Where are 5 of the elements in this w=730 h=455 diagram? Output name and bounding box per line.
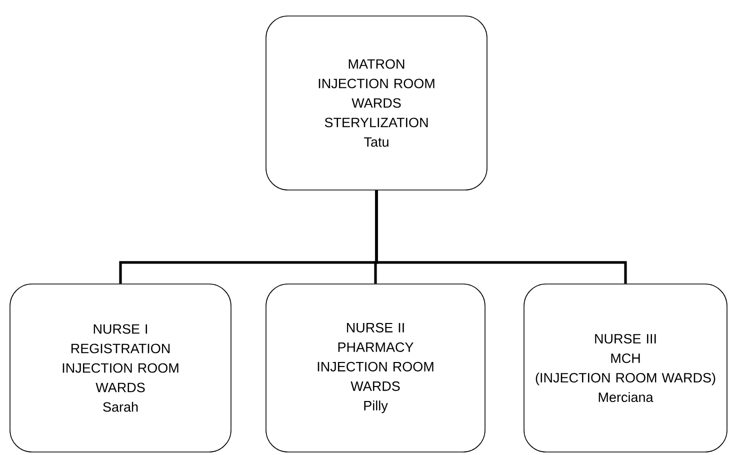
connector-line <box>375 190 627 284</box>
role-box: MATRON INJECTION ROOM WARDS STERYLIZATION Tatu <box>266 16 488 190</box>
role-box: NURSE I REGISTRATION INJECTION ROOM WARDS Sarah <box>10 284 232 452</box>
role-box: NURSE III MCH (INJECTION ROOM WARDS) Merciana <box>524 284 728 452</box>
role-box: NURSE II PHARMACY INJECTION ROOM WARDS Pilly <box>266 284 486 452</box>
